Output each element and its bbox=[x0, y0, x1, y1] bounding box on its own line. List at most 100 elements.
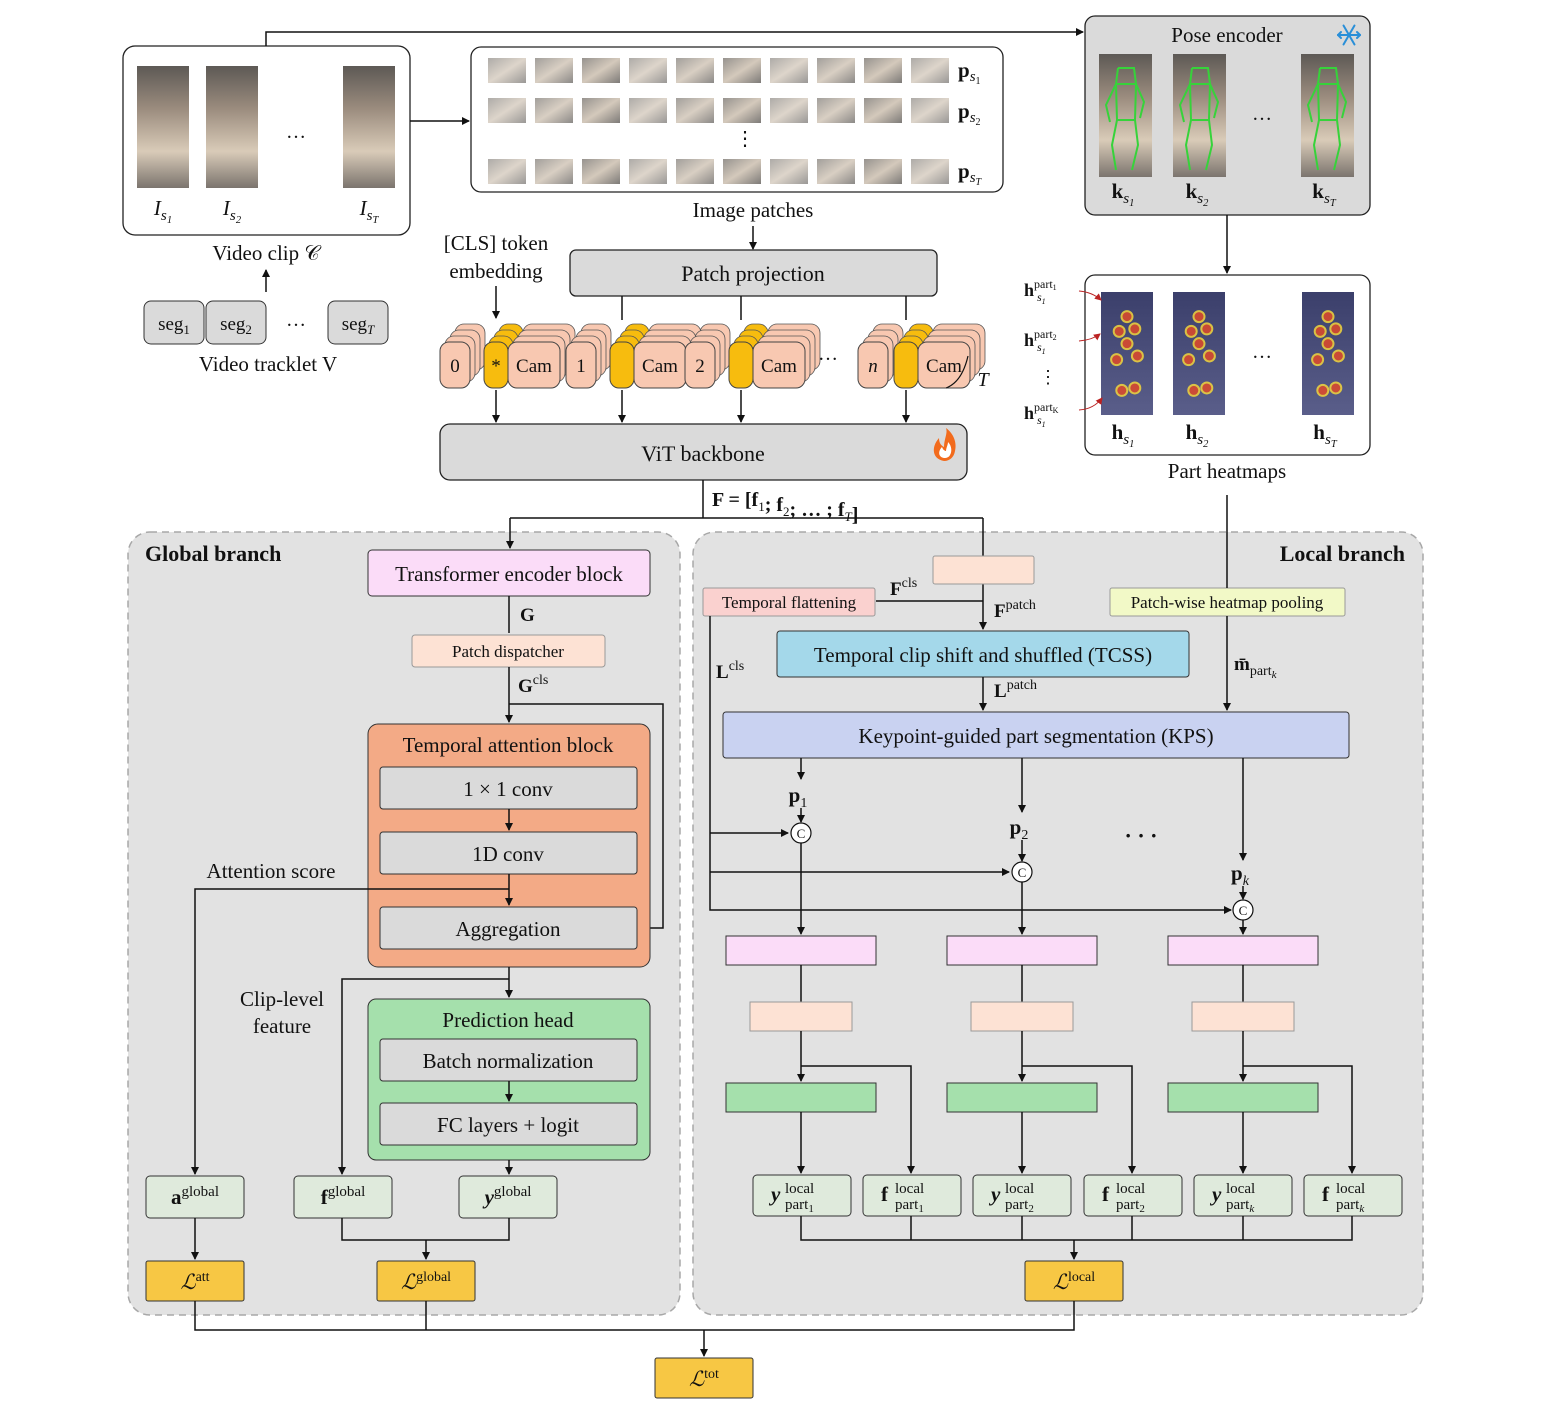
patch-projection-box bbox=[569, 249, 938, 297]
local-output-sup: local bbox=[1116, 1181, 1145, 1197]
patches-vellipsis: ⋮ bbox=[735, 128, 755, 150]
cls-caption-line1: [CLS] token bbox=[444, 231, 549, 255]
total-loss-box bbox=[654, 1357, 754, 1399]
local-output-box bbox=[1303, 1174, 1403, 1217]
fc-layers-label: FC layers + logit bbox=[437, 1113, 579, 1137]
heatmap-part-sub: s1 bbox=[1037, 290, 1046, 306]
patch-thumbnail bbox=[676, 98, 714, 123]
part-transformer-box bbox=[1167, 935, 1319, 966]
local-output-sub: partk bbox=[1226, 1197, 1255, 1215]
cam-label: Cam bbox=[761, 356, 797, 377]
tcss-label: Temporal clip shift and shuffled (TCSS) bbox=[814, 643, 1152, 667]
token-index: n bbox=[868, 356, 878, 377]
pose-encoder-title: Pose encoder bbox=[1171, 23, 1282, 47]
local-output-box bbox=[862, 1174, 962, 1217]
patch-thumbnail bbox=[629, 98, 667, 123]
global-output-box bbox=[458, 1175, 558, 1219]
global-branch-title: Global branch bbox=[145, 541, 281, 566]
frame-image bbox=[137, 66, 189, 188]
patch-thumbnail bbox=[629, 58, 667, 83]
segment-label: seg1 bbox=[158, 314, 190, 337]
part-dispatcher-box bbox=[970, 1001, 1074, 1032]
local-output-sup: local bbox=[895, 1181, 924, 1197]
ellipsis: … bbox=[286, 121, 306, 143]
concat-symbol: C bbox=[797, 826, 806, 841]
heatmap-frame bbox=[1173, 292, 1225, 415]
part-prediction-box bbox=[1167, 1082, 1319, 1113]
cam-token bbox=[752, 341, 806, 389]
position-token bbox=[857, 341, 889, 389]
heatmap-pooling-label: Patch-wise heatmap pooling bbox=[1131, 593, 1324, 612]
part-feature-label: pk bbox=[1231, 861, 1250, 889]
heatmap-vellipsis: ⋮ bbox=[1039, 367, 1057, 387]
conv1x1-label: 1 × 1 conv bbox=[463, 777, 553, 801]
patch-thumbnail bbox=[770, 58, 808, 83]
segment-label: segT bbox=[342, 314, 375, 337]
pose-frame bbox=[1099, 54, 1152, 177]
token-index: 0 bbox=[450, 356, 460, 377]
heatmap-frame bbox=[1101, 292, 1153, 415]
frame-label: Is1 bbox=[153, 196, 172, 226]
segment-box bbox=[205, 300, 267, 345]
kps-label: Keypoint-guided part segmentation (KPS) bbox=[858, 724, 1213, 748]
part-dispatcher-box bbox=[749, 1001, 853, 1032]
local-branch-title: Local branch bbox=[1280, 541, 1405, 566]
patch-projection-label: Patch projection bbox=[681, 261, 825, 286]
patch-thumbnail bbox=[535, 58, 573, 83]
keypoint-label: ksT bbox=[1312, 179, 1337, 209]
part-transformer-box bbox=[725, 935, 877, 966]
local-output-sup: local bbox=[1226, 1181, 1255, 1197]
patch-thumbnail bbox=[582, 58, 620, 83]
segment-ellipsis: … bbox=[286, 309, 306, 331]
pose-ellipsis: … bbox=[1252, 103, 1272, 125]
concat-symbol: C bbox=[1239, 903, 1248, 918]
aggregation-box bbox=[379, 906, 638, 950]
patch-thumbnail bbox=[488, 98, 526, 123]
token-group: 0*Cam bbox=[439, 323, 576, 389]
patch-thumbnail bbox=[488, 58, 526, 83]
patch-thumbnail bbox=[911, 98, 949, 123]
keypoint-label: ks2 bbox=[1186, 179, 1210, 209]
pose-frames bbox=[1099, 54, 1354, 177]
local-output-sub: part2 bbox=[1005, 1197, 1034, 1215]
global-loss-label: ℒglobal bbox=[401, 1270, 451, 1294]
vit-backbone-label: ViT backbone bbox=[641, 441, 765, 466]
keypoint-label: ks1 bbox=[1112, 179, 1135, 209]
temporal-flattening-label: Temporal flattening bbox=[722, 593, 857, 612]
heatmap-ellipsis: … bbox=[1252, 341, 1272, 363]
local-output-label: y bbox=[1209, 1182, 1222, 1206]
patch-thumbnail bbox=[676, 159, 714, 184]
concat-symbol: C bbox=[1018, 865, 1027, 880]
total-loss-label: ℒtot bbox=[689, 1367, 719, 1391]
part-feature-label: p2 bbox=[1010, 815, 1029, 843]
heatmap-label: hs1 bbox=[1112, 420, 1135, 450]
global-output-label: yglobal bbox=[482, 1184, 532, 1209]
transformer-encoder-label: Transformer encoder block bbox=[395, 562, 623, 586]
patch-thumbnail bbox=[582, 98, 620, 123]
part-prediction-box bbox=[725, 1082, 877, 1113]
heatmap-part-label: hpart2 bbox=[1024, 327, 1057, 350]
patch-thumbnail bbox=[582, 159, 620, 184]
image-patches-caption: Image patches bbox=[693, 198, 814, 222]
patch-thumbnail bbox=[770, 159, 808, 184]
patch-thumbnail bbox=[864, 98, 902, 123]
video-tracklet-caption: Video tracklet V bbox=[199, 352, 337, 376]
patch-dispatcher-label: Patch dispatcher bbox=[452, 642, 564, 661]
temporal-flattening-box bbox=[702, 587, 876, 617]
pose-frame bbox=[1301, 54, 1354, 177]
part-prediction-box bbox=[946, 1082, 1098, 1113]
segment-box bbox=[143, 300, 205, 345]
local-part-column: C bbox=[946, 840, 1136, 1174]
local-output-sub: part1 bbox=[785, 1197, 814, 1215]
cam-token bbox=[507, 341, 561, 389]
patch-token bbox=[609, 341, 635, 389]
local-part-column: C bbox=[725, 808, 915, 1174]
part-dispatcher-box bbox=[1191, 1001, 1295, 1032]
global-output-label: fglobal bbox=[321, 1184, 366, 1209]
